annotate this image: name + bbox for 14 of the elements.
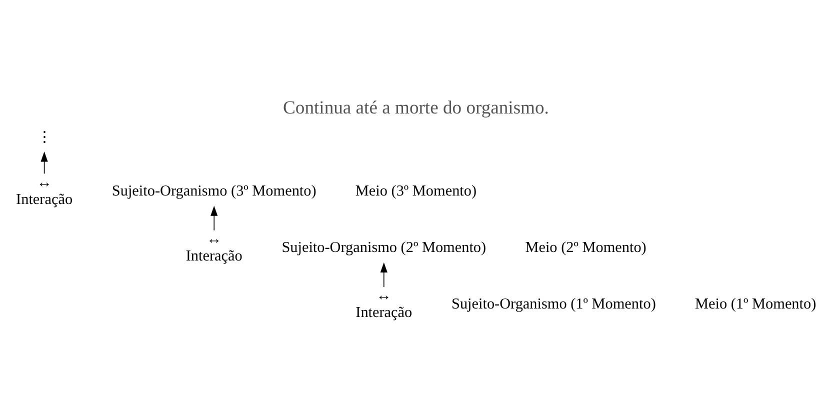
- node-text: Sujeito-Organismo (1º Momento): [452, 295, 656, 312]
- node-text: ↔ Interação: [186, 230, 242, 264]
- node-text: Meio (3º Momento): [355, 182, 477, 199]
- node-text: ↔ Interação: [356, 286, 412, 321]
- arrow: [210, 205, 218, 230]
- node-text: Sujeito-Organismo (2º Momento): [282, 238, 486, 256]
- arrow: [40, 151, 48, 174]
- node-text: ↔ Interação: [16, 173, 73, 208]
- node-text: Meio (1º Momento): [695, 295, 816, 312]
- arrow: [380, 262, 388, 287]
- node-text: Sujeito-Organismo (3º Momento): [112, 182, 316, 199]
- node-text: Meio (2º Momento): [525, 238, 646, 256]
- node-text: ⋮: [36, 128, 52, 145]
- diagram-title: Continua até a morte do organismo.: [283, 97, 549, 118]
